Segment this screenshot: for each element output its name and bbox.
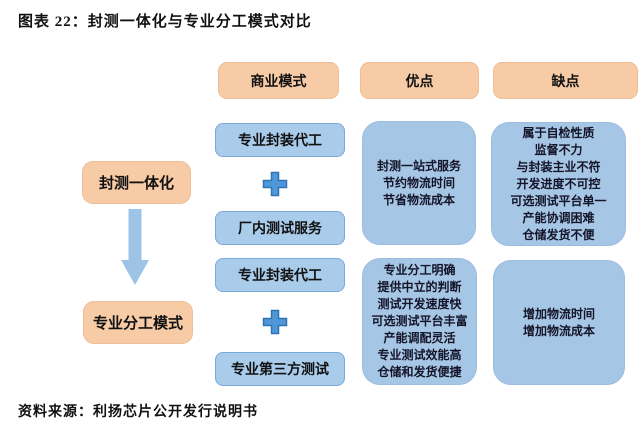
mode-box-integrated: 封测一体化 [82,161,191,204]
header-advantages: 优点 [360,62,479,99]
figure-title: 图表 22：封测一体化与专业分工模式对比 [18,14,312,30]
disadvantages-box-specialized: 增加物流时间 增加物流成本 [493,260,625,385]
advantages-box-specialized: 专业分工明确 提供中立的判断 测试开发速度快 可选测试平台丰富 产能调配灵活 专… [362,258,477,385]
advantages-box-integrated: 封测一站式服务 节约物流时间 节省物流成本 [362,121,476,245]
component-box-inhouse-test: 厂内测试服务 [215,211,345,245]
component-box-packaging-2: 专业封装代工 [215,258,345,292]
disadvantages-box-integrated: 属于自检性质 监督不力 与封装主业不符 开发进度不可控 可选测试平台单一 产能协… [491,122,626,246]
component-box-thirdparty-test: 专业第三方测试 [215,352,345,386]
plus-icon [262,309,288,335]
mode-box-specialized: 专业分工模式 [83,301,193,344]
source-note: 资料来源：利扬芯片公开发行说明书 [18,405,258,420]
component-box-packaging-1: 专业封装代工 [215,123,345,157]
plus-icon [262,171,288,197]
down-arrow-icon [121,209,149,285]
header-disadvantages: 缺点 [493,62,638,99]
header-business-model: 商业模式 [218,62,339,99]
